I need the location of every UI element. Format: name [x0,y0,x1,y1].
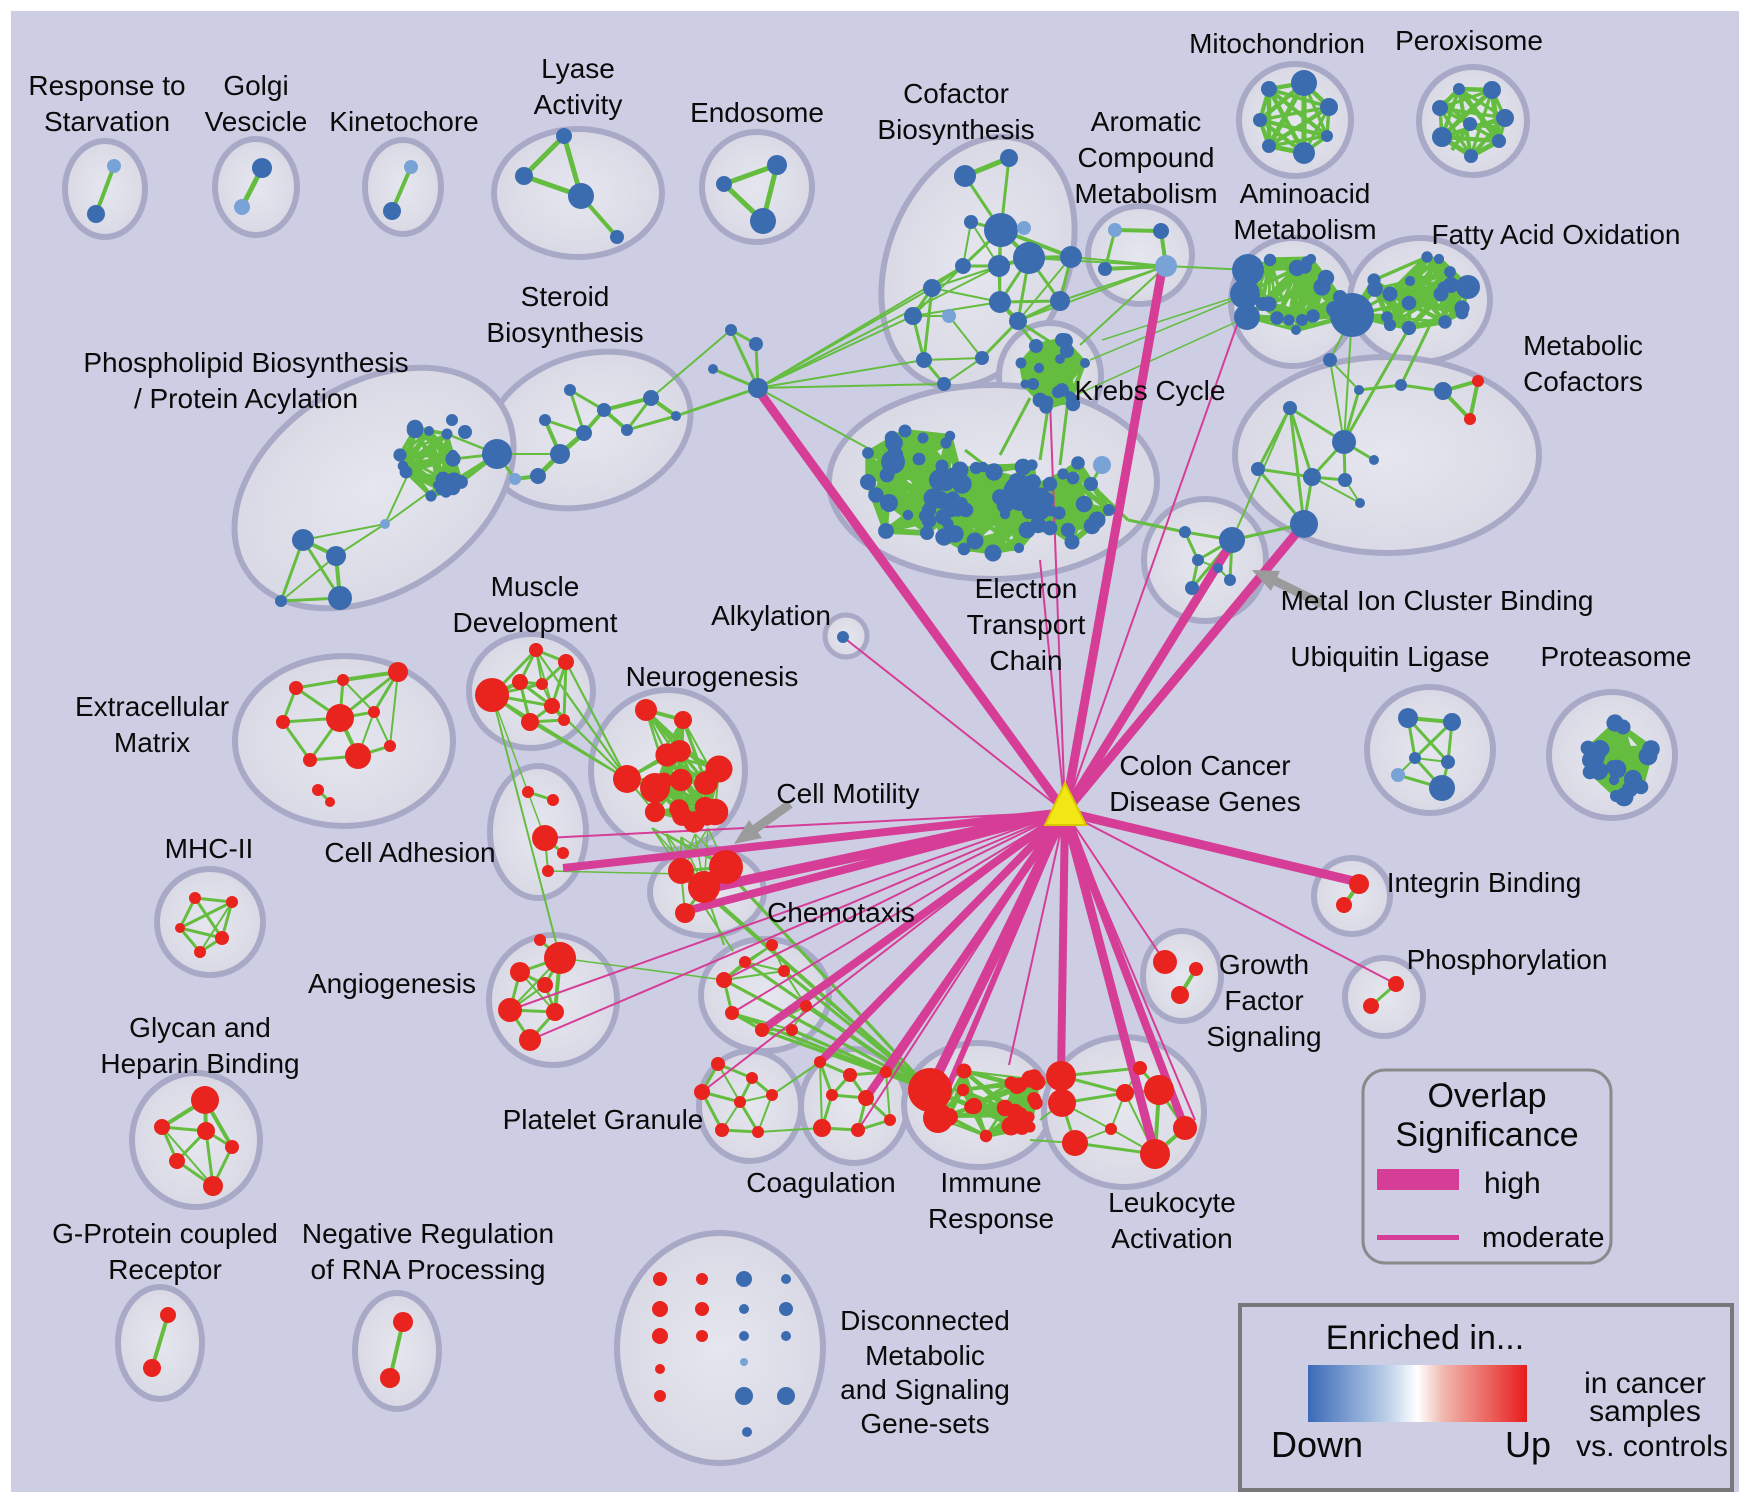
svg-text:Aromatic: Aromatic [1091,106,1201,137]
svg-text:Muscle: Muscle [491,571,580,602]
svg-text:vs. controls: vs. controls [1576,1430,1728,1463]
svg-text:Gene-sets: Gene-sets [860,1408,989,1439]
svg-text:Biosynthesis: Biosynthesis [877,114,1034,145]
svg-text:Factor: Factor [1224,985,1303,1016]
svg-text:G-Protein coupled: G-Protein coupled [52,1218,278,1249]
svg-text:Starvation: Starvation [44,106,170,137]
svg-text:Cofactors: Cofactors [1523,366,1643,397]
svg-text:Cell Adhesion: Cell Adhesion [324,837,495,868]
svg-text:Lyase: Lyase [541,53,615,84]
svg-text:Activation: Activation [1111,1223,1232,1254]
svg-text:Proteasome: Proteasome [1541,641,1692,672]
svg-text:Matrix: Matrix [114,727,190,758]
svg-text:Electron: Electron [975,573,1078,604]
svg-text:Phosphorylation: Phosphorylation [1407,944,1608,975]
svg-text:Mitochondrion: Mitochondrion [1189,28,1365,59]
svg-text:Activity: Activity [534,89,623,120]
svg-text:Metabolism: Metabolism [1074,178,1217,209]
svg-text:Down: Down [1271,1424,1363,1465]
svg-text:MHC-II: MHC-II [165,833,254,864]
svg-text:Steroid: Steroid [521,281,610,312]
svg-text:Kinetochore: Kinetochore [329,106,478,137]
svg-text:Growth: Growth [1219,949,1309,980]
svg-text:Colon Cancer: Colon Cancer [1119,750,1290,781]
svg-text:Overlap: Overlap [1427,1077,1546,1115]
svg-text:Platelet Granule: Platelet Granule [503,1104,704,1135]
svg-text:Compound: Compound [1078,142,1215,173]
svg-text:Neurogenesis: Neurogenesis [626,661,799,692]
svg-text:Alkylation: Alkylation [711,600,831,631]
svg-text:Krebs Cycle: Krebs Cycle [1075,375,1226,406]
svg-text:Fatty Acid Oxidation: Fatty Acid Oxidation [1431,219,1680,250]
svg-text:Cell Motility: Cell Motility [776,778,919,809]
svg-text:moderate: moderate [1482,1222,1605,1254]
svg-text:Glycan and: Glycan and [129,1012,271,1043]
svg-text:Cofactor: Cofactor [903,78,1009,109]
svg-text:Golgi: Golgi [223,70,288,101]
svg-text:Enriched in...: Enriched in... [1326,1319,1524,1357]
svg-text:Endosome: Endosome [690,97,824,128]
svg-text:high: high [1484,1167,1541,1200]
svg-text:Up: Up [1505,1424,1551,1465]
svg-text:Metabolic: Metabolic [1523,330,1643,361]
svg-text:Biosynthesis: Biosynthesis [486,317,643,348]
svg-text:Heparin Binding: Heparin Binding [100,1048,299,1079]
svg-text:Metabolism: Metabolism [1233,214,1376,245]
svg-text:Disease Genes: Disease Genes [1109,786,1300,817]
svg-text:Immune: Immune [940,1167,1041,1198]
svg-text:Angiogenesis: Angiogenesis [308,968,476,999]
svg-text:Metal Ion Cluster Binding: Metal Ion Cluster Binding [1281,585,1594,616]
svg-text:Integrin Binding: Integrin Binding [1387,867,1582,898]
svg-text:Chain: Chain [989,645,1062,676]
svg-text:Significance: Significance [1395,1116,1578,1154]
svg-text:Leukocyte: Leukocyte [1108,1187,1236,1218]
svg-text:Response: Response [928,1203,1054,1234]
svg-text:Aminoacid: Aminoacid [1240,178,1371,209]
svg-text:samples: samples [1589,1395,1701,1428]
svg-text:and Signaling: and Signaling [840,1374,1010,1405]
svg-text:Development: Development [453,607,618,638]
svg-text:Metabolic: Metabolic [865,1340,985,1371]
svg-text:/ Protein Acylation: / Protein Acylation [134,383,358,414]
svg-text:Response to: Response to [28,70,185,101]
svg-text:Receptor: Receptor [108,1254,222,1285]
svg-text:Coagulation: Coagulation [746,1167,895,1198]
svg-text:Chemotaxis: Chemotaxis [767,897,915,928]
svg-text:Ubiquitin Ligase: Ubiquitin Ligase [1290,641,1489,672]
svg-text:in cancer: in cancer [1584,1367,1706,1400]
svg-text:Phospholipid Biosynthesis: Phospholipid Biosynthesis [83,347,408,378]
svg-text:Disconnected: Disconnected [840,1305,1010,1336]
svg-text:Extracellular: Extracellular [75,691,229,722]
svg-text:of RNA Processing: of RNA Processing [311,1254,546,1285]
svg-text:Transport: Transport [967,609,1086,640]
svg-text:Signaling: Signaling [1206,1021,1321,1052]
svg-text:Negative Regulation: Negative Regulation [302,1218,554,1249]
svg-text:Vescicle: Vescicle [205,106,308,137]
svg-text:Peroxisome: Peroxisome [1395,25,1543,56]
